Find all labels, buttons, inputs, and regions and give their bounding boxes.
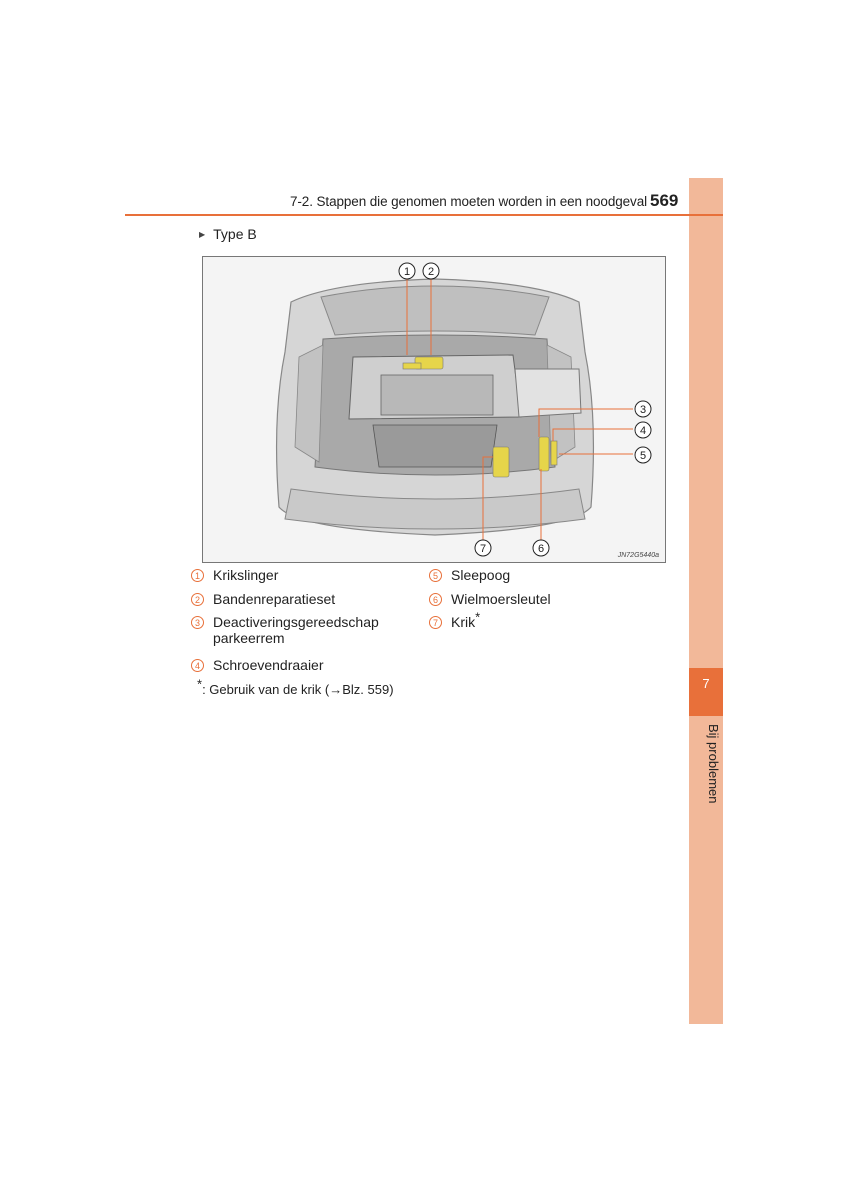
storage-box: [372, 424, 498, 468]
legend-item: 1 Krikslinger: [191, 567, 278, 583]
legend-label: Krikslinger: [213, 567, 279, 583]
svg-text:4: 4: [640, 425, 646, 437]
callout-5: 5: [634, 446, 652, 464]
legend-item: 6 Wielmoersleutel: [429, 591, 551, 607]
number-circle-icon: 3: [191, 616, 204, 629]
chapter-number: 7: [702, 676, 710, 691]
legend-label-line2: parkeerrem: [213, 630, 285, 646]
legend-label: Bandenreparatieset: [213, 591, 336, 607]
footnote: *: Gebruik van de krik (→Blz. 559): [197, 678, 394, 697]
footnote-marker: *: [197, 676, 203, 692]
trunk-illustration: 1 2 3 4 5 6 7 JN72G5440a: [202, 256, 666, 563]
callout-3: 3: [634, 400, 652, 418]
section-title: 7-2. Stappen die genomen moeten worden i…: [290, 194, 648, 209]
legend-item: 3 Deactiveringsgereedschap parkeerrem: [191, 614, 379, 646]
legend-label-line1: Deactiveringsgereedschap: [213, 614, 379, 630]
deck-board: [514, 368, 582, 418]
number-circle-icon: 6: [429, 593, 442, 606]
leader-lines: [406, 279, 633, 542]
triangle-bullet-icon: ▶: [199, 229, 206, 239]
svg-text:1: 1: [404, 266, 410, 278]
side-tab: [689, 178, 723, 1024]
trunk-drawing: 1 2 3 4 5 6 7: [275, 262, 652, 557]
legend-label: Deactiveringsgereedschap parkeerrem: [213, 614, 379, 646]
svg-text:3: 3: [640, 404, 646, 416]
figure-code: JN72G5440a: [617, 552, 659, 559]
subheading-text: Type B: [213, 226, 257, 242]
legend-item: 4 Schroevendraaier: [191, 657, 324, 673]
chapter-label: Bij problemen: [706, 724, 721, 804]
footnote-text: : Gebruik van de krik (→Blz. 559): [202, 682, 394, 697]
bumper: [284, 488, 586, 530]
legend-label: Schroevendraaier: [213, 657, 324, 673]
callout-circles: 1 2 3 4 5 6 7: [398, 262, 652, 557]
number-circle-icon: 5: [429, 569, 442, 582]
tool-screwdriver: [550, 440, 558, 466]
legend-item: 5 Sleepoog: [429, 567, 510, 583]
legend-label: Sleepoog: [451, 567, 511, 583]
tool-jack-lever: [402, 362, 422, 370]
legend-label: Krik*: [451, 609, 481, 630]
number-circle-icon: 7: [429, 616, 442, 629]
svg-text:5: 5: [640, 450, 646, 462]
legend-item: 7 Krik*: [429, 609, 481, 630]
callout-7: 7: [474, 539, 492, 557]
liftgate: [320, 285, 550, 336]
left-side-panel: [294, 344, 324, 463]
callout-4: 4: [634, 421, 652, 439]
header-rule: [125, 214, 723, 216]
tool-jack: [492, 446, 510, 478]
svg-text:6: 6: [538, 543, 544, 555]
svg-text:2: 2: [428, 266, 434, 278]
callout-1: 1: [398, 262, 416, 280]
chapter-number-tab: 7: [689, 668, 723, 716]
number-circle-icon: 2: [191, 593, 204, 606]
floor-board-tray: [380, 374, 494, 416]
callout-2: 2: [422, 262, 440, 280]
tool-wrench: [538, 436, 550, 472]
asterisk: *: [475, 609, 481, 625]
svg-text:7: 7: [480, 543, 486, 555]
page-number: 569: [650, 191, 679, 210]
subheading: ▶ Type B: [199, 226, 257, 242]
number-circle-icon: 4: [191, 659, 204, 672]
legend-label: Wielmoersleutel: [451, 591, 551, 607]
legend-item: 2 Bandenreparatieset: [191, 591, 335, 607]
number-circle-icon: 1: [191, 569, 204, 582]
callout-6: 6: [532, 539, 550, 557]
